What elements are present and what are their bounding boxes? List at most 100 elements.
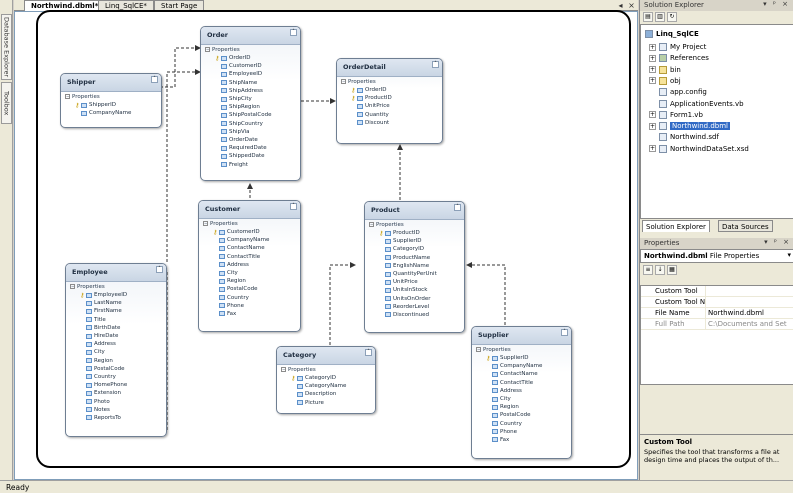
entity-property[interactable]: ⚷SupplierID <box>486 354 529 362</box>
close-document-icon[interactable]: × <box>628 1 635 10</box>
entity-property[interactable]: Address <box>213 261 300 269</box>
entity-property[interactable]: FirstName <box>80 307 166 315</box>
entity-property[interactable]: Region <box>213 277 300 285</box>
entity-property[interactable]: Freight <box>215 160 300 168</box>
tree-item[interactable]: app.config <box>649 87 707 97</box>
entity-property[interactable]: ⚷CategoryID <box>291 374 336 382</box>
entity-property[interactable]: PostalCode <box>213 285 300 293</box>
collapse-section-icon[interactable]: − <box>369 222 374 227</box>
show-all-files-icon[interactable]: ▥ <box>655 12 665 22</box>
entity-property[interactable]: LastName <box>80 299 166 307</box>
entity-property[interactable]: ⚷ProductID <box>379 229 420 237</box>
collapse-icon[interactable]: ˄ <box>432 61 439 68</box>
entity-property[interactable]: UnitPrice <box>351 102 442 110</box>
entity-property[interactable]: ShipCity <box>215 95 300 103</box>
collapse-section-icon[interactable]: − <box>70 284 75 289</box>
entity-property[interactable]: ContactName <box>213 244 300 252</box>
entity-property[interactable]: ⚷OrderID <box>351 86 387 94</box>
property-pages-icon[interactable]: ▦ <box>667 265 677 275</box>
properties-object-selector[interactable]: Northwind.dbml File Properties ▾ <box>640 249 793 263</box>
entity-property[interactable]: ShipVia <box>215 128 300 136</box>
entity-property[interactable]: Fax <box>486 436 571 444</box>
expand-icon[interactable]: + <box>649 122 656 130</box>
alphabetical-icon[interactable]: ↓ <box>655 265 665 275</box>
entity-property[interactable]: UnitsInStock <box>379 286 464 294</box>
entity-property[interactable]: Discount <box>351 119 442 127</box>
tree-item[interactable]: +NorthwindDataSet.xsd <box>649 144 749 153</box>
entity-property[interactable]: City <box>486 395 571 403</box>
collapse-section-icon[interactable]: − <box>205 47 210 52</box>
collapse-section-icon[interactable]: − <box>65 94 70 99</box>
properties-icon[interactable]: ▤ <box>643 12 653 22</box>
entity-property[interactable]: CategoryID <box>379 245 464 253</box>
tree-item[interactable]: +Northwind.dbml <box>649 122 731 131</box>
entity-property[interactable]: ShipRegion <box>215 103 300 111</box>
tree-item[interactable]: +bin <box>649 65 681 74</box>
panel-controls[interactable]: ▾ ᵖ × <box>764 238 791 246</box>
entity-property[interactable]: ⚷ShipperID <box>75 101 116 109</box>
entity-property[interactable]: Address <box>486 387 571 395</box>
entity-property[interactable]: CompanyName <box>75 109 161 117</box>
collapse-section-icon[interactable]: − <box>476 347 481 352</box>
entity-property[interactable]: Country <box>213 294 300 302</box>
entity-property[interactable]: CompanyName <box>486 362 571 370</box>
properties-section-header[interactable]: −Properties <box>476 347 511 353</box>
entity-property[interactable]: City <box>80 348 166 356</box>
collapse-section-icon[interactable]: − <box>341 79 346 84</box>
entity-property[interactable]: EmployeeID <box>215 70 300 78</box>
entity-property[interactable]: ShipName <box>215 79 300 87</box>
entity-property[interactable]: ShipPostalCode <box>215 111 300 119</box>
entity-property[interactable]: Region <box>80 357 166 365</box>
entity-property[interactable]: ShipCountry <box>215 120 300 128</box>
entity-property[interactable]: Phone <box>213 302 300 310</box>
property-row[interactable]: Custom Tool Nam <box>641 297 793 308</box>
expand-icon[interactable]: + <box>649 43 656 51</box>
expand-icon[interactable]: + <box>649 54 656 62</box>
entity-property[interactable]: Address <box>80 340 166 348</box>
entity-property[interactable]: HireDate <box>80 332 166 340</box>
tree-item[interactable]: ApplicationEvents.vb <box>649 99 744 109</box>
entity-property[interactable]: Phone <box>486 428 571 436</box>
tree-item[interactable]: +obj <box>649 76 681 85</box>
entity-property[interactable]: BirthDate <box>80 324 166 332</box>
tab-solution-explorer[interactable]: Solution Explorer <box>642 220 710 232</box>
collapse-icon[interactable]: ˄ <box>290 29 297 36</box>
entity-property[interactable]: QuantityPerUnit <box>379 270 464 278</box>
properties-section-header[interactable]: −Properties <box>203 221 238 227</box>
property-row[interactable]: Custom Tool <box>641 286 793 297</box>
properties-section-header[interactable]: −Properties <box>281 367 316 373</box>
collapse-icon[interactable]: ˄ <box>561 329 568 336</box>
expand-icon[interactable]: + <box>649 145 656 153</box>
properties-section-header[interactable]: −Properties <box>65 94 100 100</box>
tab-start-page[interactable]: Start Page <box>154 0 205 11</box>
entity-property[interactable]: Picture <box>291 399 375 407</box>
panel-controls[interactable]: ▾ ᵖ × <box>763 0 790 8</box>
tab-data-sources[interactable]: Data Sources <box>718 220 773 232</box>
tree-item[interactable]: +References <box>649 54 709 63</box>
entity-property[interactable]: ProductName <box>379 254 464 262</box>
entity-property[interactable]: CategoryName <box>291 382 375 390</box>
entity-property[interactable]: ⚷CustomerID <box>213 228 260 236</box>
entity-property[interactable]: City <box>213 269 300 277</box>
database-explorer-tab[interactable]: Database Explorer <box>1 14 12 80</box>
entity-property[interactable]: Country <box>80 373 166 381</box>
entity-property[interactable]: ⚷OrderID <box>215 54 251 62</box>
expand-icon[interactable]: + <box>649 77 656 85</box>
entity-property[interactable]: PostalCode <box>80 365 166 373</box>
entity-property[interactable]: Fax <box>213 310 300 318</box>
properties-section-header[interactable]: −Properties <box>205 47 240 53</box>
entity-property[interactable]: Description <box>291 390 375 398</box>
collapse-icon[interactable]: ˄ <box>151 76 158 83</box>
collapse-icon[interactable]: ˄ <box>290 203 297 210</box>
entity-property[interactable]: Photo <box>80 397 166 405</box>
tree-item[interactable]: +My Project <box>649 43 707 51</box>
properties-section-header[interactable]: −Properties <box>369 222 404 228</box>
expand-icon[interactable]: + <box>649 111 656 119</box>
